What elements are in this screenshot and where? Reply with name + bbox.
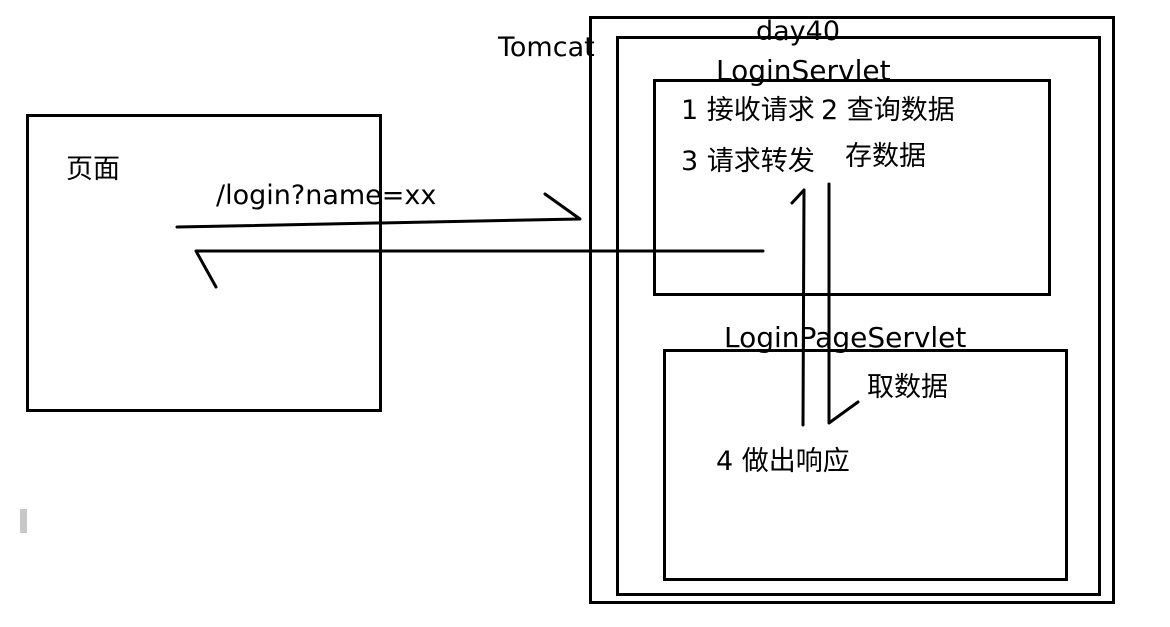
login-servlet-label: LoginServlet <box>716 54 891 87</box>
request-url-label: /login?name=xx <box>216 180 437 211</box>
tomcat-label: Tomcat <box>498 32 595 63</box>
login-page-servlet-box <box>663 349 1068 581</box>
page-label: 页面 <box>66 154 120 185</box>
request-arrow <box>175 192 582 229</box>
fetch-data-label: 取数据 <box>867 372 948 403</box>
response-arrow <box>194 249 765 289</box>
step-1-label: 1 接收请求 <box>681 95 815 126</box>
page-box <box>26 114 382 412</box>
login-page-servlet-label: LoginPageServlet <box>724 321 967 354</box>
forward-return-line <box>790 188 806 427</box>
step-2-label: 2 查询数据 <box>821 95 955 126</box>
webapp-label: day40 <box>756 16 841 47</box>
login-servlet-box <box>653 79 1051 296</box>
step-3-label: 3 请求转发 <box>681 146 815 177</box>
forward-arrow <box>827 182 860 425</box>
webapp-box <box>616 36 1101 596</box>
step-4-label: 4 做出响应 <box>716 446 850 477</box>
store-data-label: 存数据 <box>845 141 926 172</box>
tomcat-box <box>589 16 1115 604</box>
text-caret <box>20 509 27 533</box>
